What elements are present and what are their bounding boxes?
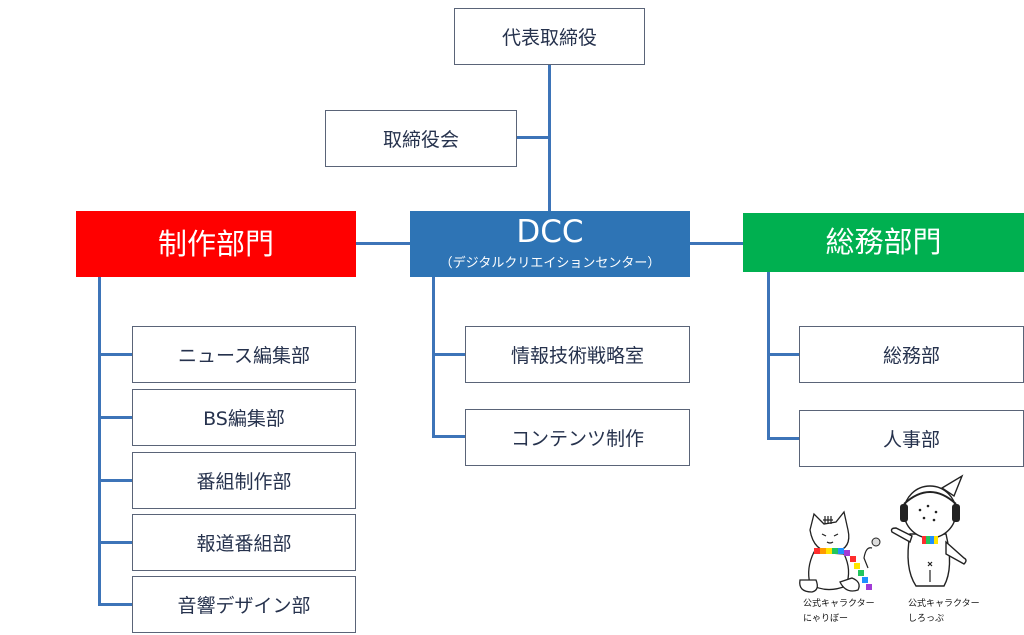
headphone-mascot-caption-line1: 公式キャラクター [908,599,980,609]
production-unit-box: 報道番組部 [132,514,356,571]
connector-production-trunk [98,277,101,606]
production-unit-label: 報道番組部 [196,533,292,555]
headphone-mascot-name: しろっぷ [908,614,945,624]
connector-production-branch [98,603,134,606]
general-unit-box: 人事部 [799,410,1024,467]
general-department: 総務部門 [743,213,1024,272]
connector-dcc-branch [432,353,467,356]
cat-mascot-illustration [799,510,881,593]
dcc-department-title: DCC [516,214,584,250]
connector-dcc-trunk [432,277,435,438]
production-unit-label: 番組制作部 [196,471,292,493]
connector-board [516,136,550,139]
production-unit-box: BS編集部 [132,389,356,446]
general-department-title: 総務部門 [825,225,942,259]
production-unit-label: 音響デザイン部 [177,595,311,617]
connector-dcc-branch [432,435,467,438]
general-unit-box: 総務部 [799,326,1024,383]
board-label: 取締役会 [382,129,459,151]
connector-dcc-general [688,242,745,245]
dcc-unit-label: コンテンツ制作 [510,428,644,450]
dcc-unit-box: 情報技術戦略室 [465,326,690,383]
ceo-label: 代表取締役 [501,27,597,49]
production-unit-box: 番組制作部 [132,452,356,509]
dcc-unit-label: 情報技術戦略室 [510,345,644,367]
connector-production-branch [98,416,134,419]
connector-production-dcc [355,242,412,245]
production-department-title: 制作部門 [157,226,274,261]
dcc-unit-box: コンテンツ制作 [465,409,690,466]
dcc-department: DCC （デジタルクリエイションセンター） [410,211,690,277]
production-unit-box: 音響デザイン部 [132,576,356,633]
connector-general-branch [767,437,801,440]
connector-general-trunk [767,272,770,440]
production-unit-box: ニュース編集部 [132,326,356,383]
connector-production-branch [98,353,134,356]
cat-mascot-caption-line1: 公式キャラクター [803,599,875,609]
connector-general-branch [767,353,801,356]
dcc-department-subtitle: （デジタルクリエイションセンター） [439,256,661,271]
production-unit-label: BS編集部 [203,408,285,430]
general-unit-label: 総務部 [882,345,940,367]
headphone-mascot-caption: 公式キャラクター しろっぷ [908,597,980,627]
cat-mascot-caption: 公式キャラクター にゃりぼー [803,597,875,627]
connector-production-branch [98,541,134,544]
ceo-box: 代表取締役 [454,8,645,65]
connector-production-branch [98,479,134,482]
cat-mascot-name: にゃりぼー [803,614,849,624]
board-box: 取締役会 [325,110,517,167]
general-unit-label: 人事部 [882,429,940,451]
production-unit-label: ニュース編集部 [177,345,311,367]
production-department: 制作部門 [76,211,356,277]
headphone-mascot-illustration [890,474,967,587]
